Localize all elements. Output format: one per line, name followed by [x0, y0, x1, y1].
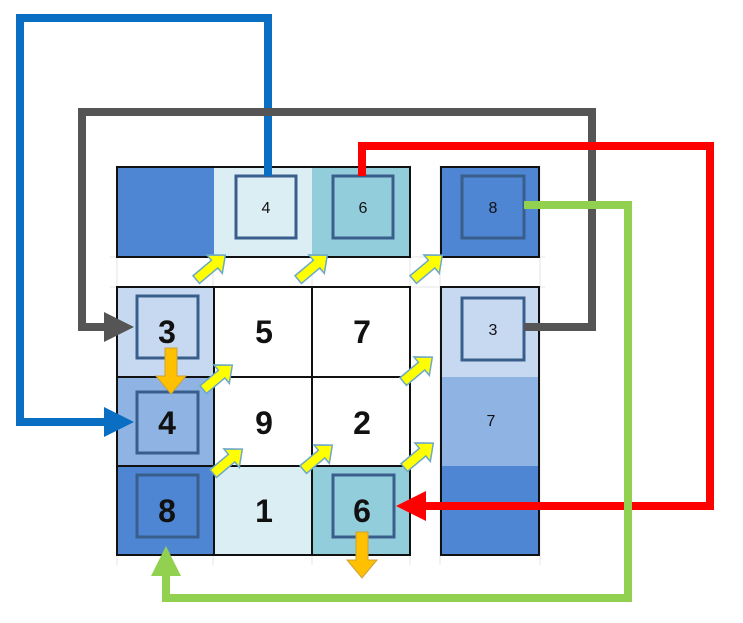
blue-path-arrowhead [104, 407, 134, 437]
orange-down-arrow-2 [345, 531, 379, 579]
green-path-arrowhead [151, 546, 181, 576]
down-arrows [154, 347, 379, 579]
top-corner: 8 [440, 166, 540, 258]
top-box-6 [331, 174, 395, 240]
right-strip: 3 7 [440, 286, 540, 556]
corner-box-label: 8 [489, 200, 498, 217]
yellow-arrow-7 [298, 444, 334, 475]
cell-r3c2: 1 [255, 493, 273, 529]
corner-box-8 [460, 174, 526, 240]
yellow-arrow-3 [408, 254, 444, 285]
main-grid: 3 5 7 4 9 2 8 1 6 [116, 286, 411, 556]
cell-r1c2: 5 [255, 314, 273, 350]
yellow-arrow-1 [191, 254, 227, 285]
cell-r1c1: 3 [158, 314, 176, 350]
grid-box-4 [135, 390, 200, 455]
yellow-arrow-4 [198, 364, 234, 395]
blue-path [16, 14, 272, 426]
yellow-arrow-5 [398, 356, 434, 387]
right-box-3-label: 3 [489, 322, 498, 339]
top-box-6-label: 6 [359, 200, 368, 217]
red-path [358, 142, 714, 510]
top-box-4 [234, 174, 298, 240]
right-strip-cell-2 [441, 377, 539, 466]
yellow-arrow-8 [399, 442, 435, 473]
orange-down-arrow-1 [154, 347, 188, 395]
yellow-arrow-6 [208, 448, 244, 479]
cell-r2c2: 9 [255, 405, 273, 441]
top-strip: 4 6 [116, 166, 411, 258]
top-box-4-label: 4 [262, 200, 271, 217]
cell-r1c3: 7 [353, 314, 371, 350]
grid-cell-r3c2 [214, 466, 312, 555]
gray-path [78, 108, 596, 331]
grid-box-8 [135, 473, 200, 539]
diagonal-arrows [191, 254, 444, 479]
gray-path-arrowhead [104, 312, 134, 342]
yellow-arrow-2 [293, 254, 329, 285]
cell-r3c3: 6 [353, 493, 371, 529]
right-value-7: 7 [487, 413, 496, 430]
right-strip-cell-3 [441, 466, 539, 555]
top-strip-cell-1 [117, 167, 214, 257]
green-path [162, 201, 632, 602]
cell-r3c1: 8 [158, 493, 176, 529]
red-path-arrowhead [396, 491, 426, 521]
cell-r2c1: 4 [158, 405, 176, 441]
cell-r2c3: 2 [353, 405, 371, 441]
